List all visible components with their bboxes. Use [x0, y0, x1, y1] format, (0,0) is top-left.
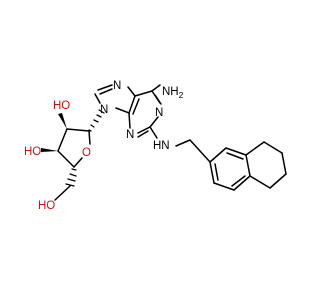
bond-ar-a1 [209, 147, 227, 163]
atom-n1: N [155, 107, 163, 119]
bond-c2-n3 [137, 126, 151, 134]
atom-ho-2prime: HO [53, 100, 70, 112]
hashed-bond-c4-c5 [65, 168, 77, 187]
bond-c6-nh2 [151, 84, 161, 92]
bond-ar-a2-double [226, 152, 244, 160]
tetrahydronaphthalene [209, 141, 287, 191]
atom-nh-linker: HN [153, 140, 170, 152]
bond-c1-c2 [66, 128, 90, 132]
hashed-bond-c1-n9 [88, 109, 105, 132]
bond-c4-o [73, 157, 83, 168]
atom-n9: N [100, 104, 108, 116]
bond-n3-c4 [128, 112, 131, 129]
bond-sat-5 [249, 175, 271, 189]
bond-n7-c5 [127, 86, 136, 97]
bond-sat-2 [263, 141, 283, 154]
bond-ar-a5 [213, 182, 235, 191]
imidazole-ring [94, 84, 136, 114]
bond-c3-c4 [57, 150, 75, 168]
bond-c2-nh [149, 126, 158, 139]
atom-nh2: NH2 [162, 86, 184, 100]
bond-c2-c3 [57, 128, 68, 152]
bond-sat-1 [245, 141, 265, 156]
atom-n7: N [113, 80, 121, 92]
bond-c5-c4-double [132, 98, 140, 115]
bond-n1-c2 [149, 116, 159, 128]
bond-o-c1 [88, 130, 91, 145]
atom-ho-3prime: HO [24, 146, 41, 158]
atom-ho-5prime: HO [38, 200, 55, 212]
bond-ar-a4-double [231, 175, 246, 187]
bond-c8-n7-double [99, 88, 113, 95]
bond-sat-4 [269, 173, 287, 189]
bond-n7-c8 [97, 84, 113, 91]
bond-nh-ch2 [175, 139, 191, 147]
bond-ar-a6 [209, 161, 215, 184]
atom-n3: N [126, 129, 134, 141]
bond-sat-3 [281, 152, 287, 175]
molecule-structure: NH2 N N N N HN HO HO O HO [24, 80, 287, 212]
atom-o-ring: O [82, 147, 91, 159]
wedge-c3-oh [41, 148, 58, 152]
atom-labels: NH2 N N N N HN HO HO O HO [24, 80, 184, 212]
bond-c8-n9 [94, 93, 101, 104]
bond-ar-a2 [225, 147, 247, 156]
bond-ar-a3 [245, 154, 251, 177]
bond-c5-c6 [134, 90, 153, 97]
bond-ch2-ch2 [189, 139, 211, 163]
pyrimidine-ring [128, 84, 162, 138]
bond-ar-a4 [233, 175, 251, 191]
bond-n9-c4 [115, 107, 130, 114]
bond-c6-n1-double [154, 94, 162, 105]
ethyl-linker [149, 126, 211, 163]
ribose-ring [41, 109, 105, 201]
bond-ar-a6-double [214, 163, 219, 181]
wedge-c2-oh [58, 113, 67, 129]
bond-c2-n3-double [137, 130, 149, 138]
bond-c5-c4 [128, 95, 136, 114]
bond-c5-o5 [54, 185, 71, 201]
